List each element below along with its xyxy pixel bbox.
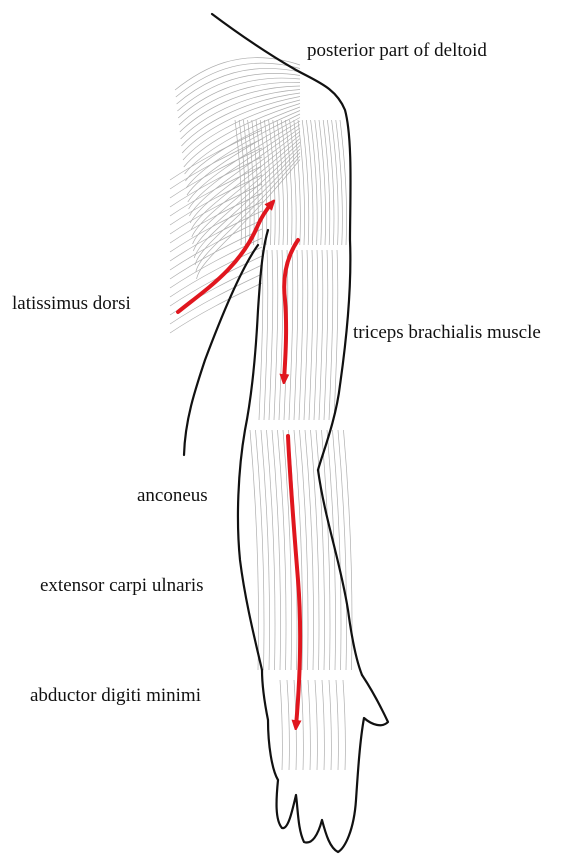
movement-arrows [178, 203, 300, 726]
label-latissimus-dorsi: latissimus dorsi [12, 294, 131, 313]
label-anconeus: anconeus [137, 486, 208, 505]
arm-outline [184, 14, 388, 852]
label-posterior-deltoid: posterior part of deltoid [307, 41, 487, 60]
label-abductor-digiti: abductor digiti minimi [30, 686, 201, 705]
label-extensor-carpi: extensor carpi ulnaris [40, 576, 204, 595]
label-triceps: triceps brachialis muscle [353, 323, 541, 342]
inner-arm-edge [238, 230, 268, 670]
triceps-arrow [284, 240, 298, 380]
